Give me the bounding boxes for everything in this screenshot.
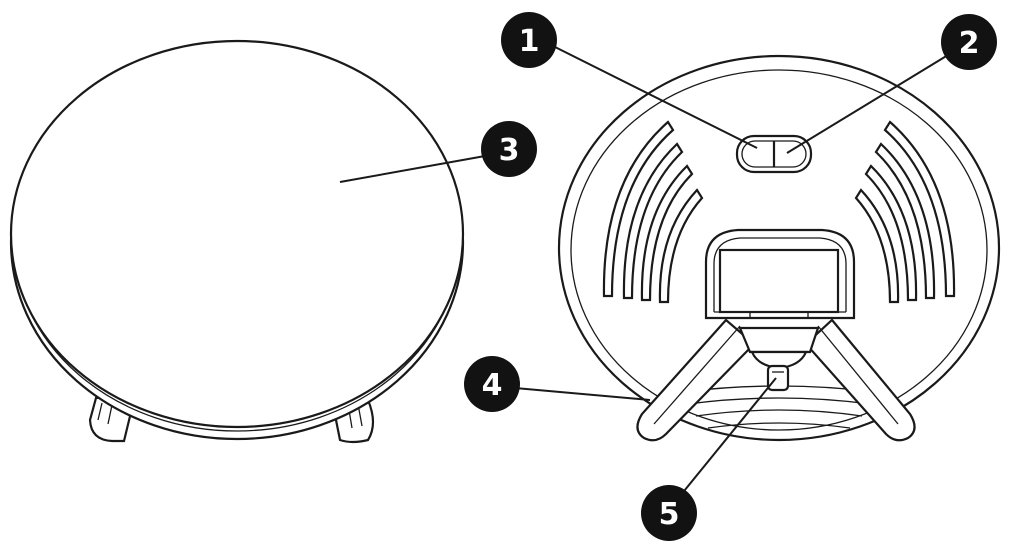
stand-housing xyxy=(704,228,856,320)
vent-slots-left xyxy=(602,120,704,304)
callout-2-number: 2 xyxy=(959,26,980,61)
leader-2 xyxy=(786,54,949,154)
callout-5-number: 5 xyxy=(659,497,680,532)
back-view xyxy=(557,54,1001,442)
leader-5 xyxy=(679,377,777,497)
callout-4: 4 xyxy=(464,356,520,412)
callout-4-number: 4 xyxy=(482,368,503,403)
front-face xyxy=(9,39,465,429)
stand-legs xyxy=(636,318,916,442)
callout-2: 2 xyxy=(941,14,997,70)
vent-slots-right xyxy=(854,120,956,304)
front-view xyxy=(9,39,465,444)
callout-1-number: 1 xyxy=(519,24,540,59)
callout-1: 1 xyxy=(501,12,557,68)
leader-1 xyxy=(550,44,758,149)
callout-3-number: 3 xyxy=(499,133,520,168)
callout-3: 3 xyxy=(481,121,537,177)
back-buttons xyxy=(735,134,813,174)
callout-5: 5 xyxy=(641,485,697,541)
leader-3 xyxy=(339,155,486,183)
leader-4 xyxy=(514,387,651,401)
back-port xyxy=(766,364,790,392)
back-body-inner xyxy=(570,69,988,431)
